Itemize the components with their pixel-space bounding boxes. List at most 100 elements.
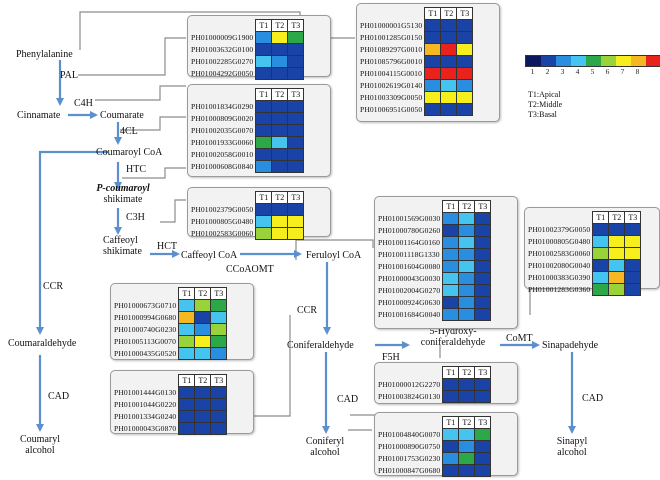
heatmap-cell [424, 67, 442, 80]
heatmap-cell [592, 223, 610, 236]
heatmap-cell [456, 31, 474, 44]
enzyme-c4h-label: C4H [74, 98, 93, 109]
heatmap-cell [255, 160, 273, 173]
heatmap-cell [624, 283, 642, 296]
gene-id: PH01003309G0050 [360, 93, 423, 102]
gene-id: PH01001164G0160 [378, 238, 440, 247]
heatmap-cell [456, 103, 474, 116]
heatmap-cell [440, 19, 458, 32]
gene-id: PH01002379G0050 [191, 205, 254, 214]
heatmap-cell [442, 212, 460, 225]
enzyme-ccr-left-label: CCR [43, 281, 64, 292]
coniferyl-alcohol-node: Coniferyl alcohol [300, 436, 350, 458]
scale-swatch [571, 56, 586, 66]
coumarate-node: Coumarate [100, 110, 144, 121]
heatmap-row: PH01001283G0360 [528, 283, 642, 296]
heatmap-cell [456, 43, 474, 56]
scale-swatch [541, 56, 556, 66]
enzyme-hct-label: HCT [157, 241, 177, 252]
heatmap-cell [456, 67, 474, 80]
heatmap-cell [440, 79, 458, 92]
heatmap-cell [287, 100, 305, 113]
heatmap-column-header: T2 [194, 374, 212, 387]
heatmap-column-header: T1 [178, 374, 196, 387]
heatmap-column-header: T2 [194, 287, 212, 300]
heatmap-cell [624, 247, 642, 260]
feruloyl-coa-node: Feruloyl CoA [306, 250, 362, 261]
heatmap-cell [194, 311, 212, 324]
heatmap-cell [287, 112, 305, 125]
gene-id: PH01000043G0870 [114, 424, 177, 433]
heatmap-row: PH01001334G0240 [114, 410, 228, 423]
p-coumaroyl-shikimate-line2: shikimate [103, 194, 143, 205]
heatmap-cell [271, 148, 289, 161]
heatmap-cell [474, 440, 492, 453]
heatmap-row: PH01002583G0060 [191, 227, 305, 240]
heatmap-header-spacer [191, 192, 256, 204]
heatmap-cell [474, 378, 492, 391]
heatmap-cell [474, 284, 492, 297]
heatmap-cell [442, 428, 460, 441]
heatmap-cell [178, 335, 196, 348]
heatmap-cell [442, 378, 460, 391]
scale-tick-label: 8 [635, 67, 640, 76]
heatmap-cell [458, 260, 476, 273]
heatmap-cell [474, 464, 492, 477]
gene-id: PH01000383G0390 [528, 273, 591, 282]
heatmap-cell [287, 136, 305, 149]
heatmap-row: PH01003824G0130 [378, 390, 492, 403]
heatmap-cell [456, 55, 474, 68]
gene-id: PH01000673G0710 [114, 301, 177, 310]
heatmap-row: PH01001753G0230 [378, 452, 492, 465]
heatmap-row: PH01000009G1900 [191, 31, 305, 44]
gene-id: PH01001444G0130 [114, 388, 177, 397]
heatmap-cell [271, 136, 289, 149]
heatmap-cell [271, 203, 289, 216]
heatmap-cell [194, 335, 212, 348]
heatmap-cell [456, 79, 474, 92]
heatmap-cell [458, 212, 476, 225]
heatmap-cell [255, 100, 273, 113]
gene-id: PH01002004G0270 [378, 286, 441, 295]
heatmap-cell [271, 43, 289, 56]
heatmap-row: PH01000435G0520 [114, 347, 228, 360]
caffeoyl-shikimate-line1: Caffeoyl [103, 235, 138, 246]
heatmap-cell [210, 323, 228, 336]
scale-tick-label: 7 [620, 67, 625, 76]
gene-id: PH01001684G0040 [378, 310, 441, 319]
gene-id: PH01003824G0130 [378, 392, 441, 401]
heatmap-cell [474, 308, 492, 321]
heatmap-cell [194, 347, 212, 360]
heatmap-cell [271, 67, 289, 80]
caffeoyl-shikimate-line2: shikimate [103, 246, 142, 257]
p-coumaroyl-shikimate-node: P-coumaroyl shikimate [92, 183, 154, 205]
heatmap-row: PH01000805G0480 [191, 215, 305, 228]
heatmap-cell [474, 296, 492, 309]
gene-id: PH01000805G0480 [191, 217, 254, 226]
gene-id: PH01002058G0010 [191, 150, 254, 159]
heatmap-row: PH01001044G0220 [114, 398, 228, 411]
scale-tick-label: 5 [590, 67, 595, 76]
heatmap-row: PH01000890G0750 [378, 440, 492, 453]
heatmap-cell [194, 422, 212, 435]
heatmap-row: PH01001164G0160 [378, 236, 492, 249]
heatmap-cell [210, 299, 228, 312]
heatmap-cell [442, 440, 460, 453]
gene-id: PH01000847G0680 [378, 466, 441, 475]
heatmap-row: PH01000847G0680 [378, 464, 492, 477]
heatmap-row: PH01000012G2270 [378, 378, 492, 391]
gene-id: PH01001604G0080 [378, 262, 441, 271]
gene-id: PH01000435G0520 [114, 349, 177, 358]
heatmap-row: PH01001684G0040 [378, 308, 492, 321]
heatmap-cell [592, 247, 610, 260]
heatmap-row: PH01004840G0070 [378, 428, 492, 441]
heatmap-row: PH01000608G0840 [191, 160, 305, 173]
gene-id: PH01002619G0140 [360, 81, 423, 90]
scale-tick-label: 2 [545, 67, 550, 76]
enzyme-cad-mid-label: CAD [337, 394, 359, 405]
